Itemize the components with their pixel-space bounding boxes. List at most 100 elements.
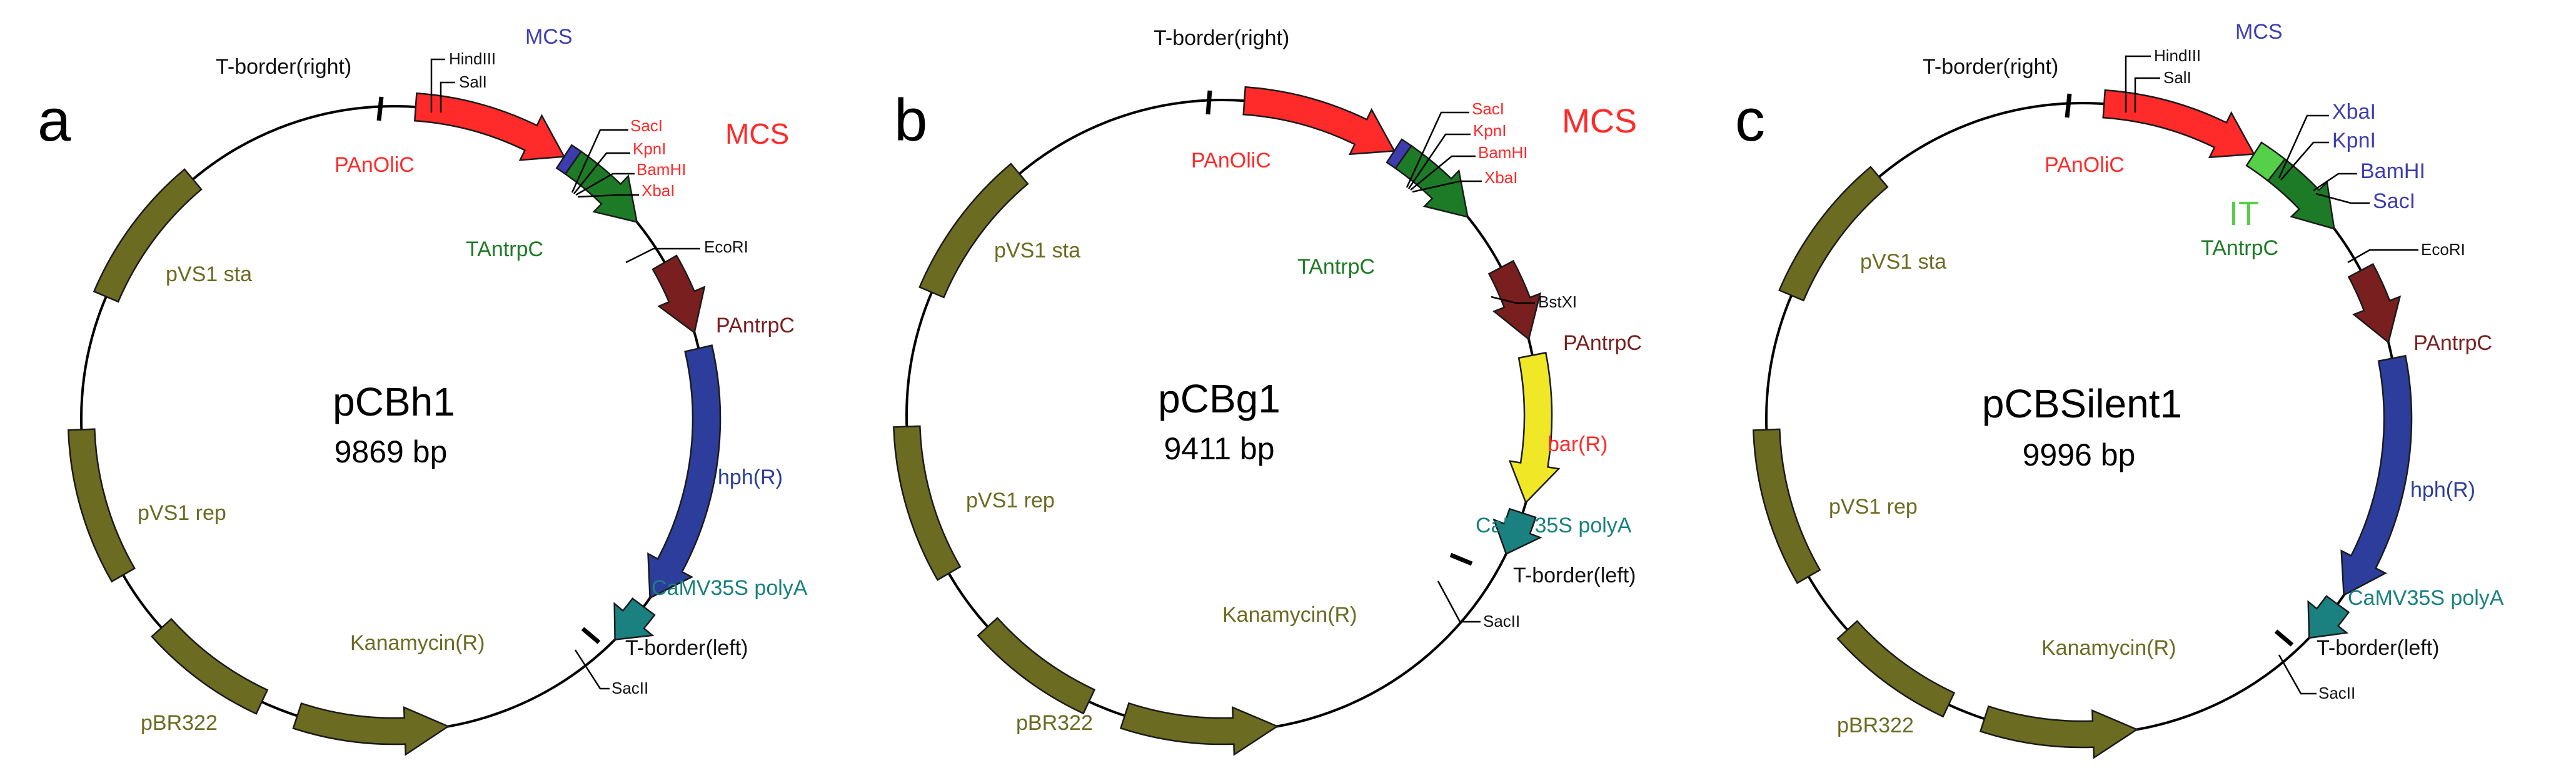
feature-arcs-b xyxy=(893,86,1561,756)
sacii-leader-c xyxy=(2278,654,2317,695)
pbr322-label-a: pBR322 xyxy=(141,711,218,735)
sacii-leader-b xyxy=(1437,581,1481,623)
sacii-label-b: SacII xyxy=(1483,612,1520,631)
plasmid-size-a: 9869 bp xyxy=(335,434,448,469)
panolic-label-c: PAnOliC xyxy=(2045,153,2125,177)
kanamycin-label-c: Kanamycin(R) xyxy=(2041,636,2176,660)
pbr322-label-b: pBR322 xyxy=(1016,711,1093,735)
xbai-leader-b xyxy=(1412,180,1482,193)
t-border-right-label-b: T-border(right) xyxy=(1154,26,1289,50)
bstxi-label-b: BstXI xyxy=(1538,292,1577,311)
pantrpc-label-c: PAntrpC xyxy=(2413,331,2492,355)
pvs1-sta-segment-b xyxy=(918,162,1029,299)
sali-label-c: SalI xyxy=(2163,68,2191,87)
pantrpc-arrow xyxy=(2347,262,2402,344)
bamhi-leader-c xyxy=(2313,172,2357,192)
hindiii-leader-a xyxy=(430,58,445,112)
bamhi-label-a: BamHI xyxy=(636,160,686,179)
kpni-label-c: KpnI xyxy=(2332,129,2376,152)
feature-arcs-a xyxy=(68,92,722,756)
t-border-right-tick-a xyxy=(376,96,384,121)
panolic-arrow xyxy=(413,92,566,161)
marker-label-c: hph(R) xyxy=(2410,478,2475,502)
pantrpc-arrow xyxy=(1487,259,1542,341)
ecori-leader-a xyxy=(625,247,700,264)
polya-arrow xyxy=(1492,507,1542,556)
saci-leader-a xyxy=(571,129,628,193)
pvs1-rep-label-c: pVS1 rep xyxy=(1829,495,1918,519)
xbai-leader-a xyxy=(577,194,639,198)
polya-label-c: CaMV35S polyA xyxy=(2348,586,2504,610)
hindiii-label-a: HindIII xyxy=(449,49,496,68)
t-border-right-label-a: T-border(right) xyxy=(216,55,351,79)
pvs1-sta-segment-c xyxy=(1778,166,1889,302)
marker-label-b: bar(R) xyxy=(1547,432,1607,456)
t-border-left-tick-a xyxy=(581,627,601,644)
sali-leader-c xyxy=(2134,77,2160,112)
panel-letter-b: b xyxy=(894,87,927,154)
xbai-leader-c xyxy=(2278,114,2329,179)
pvs1-sta-segment-a xyxy=(93,168,203,303)
saci-label-b: SacI xyxy=(1472,99,1504,118)
t-border-left-tick-b xyxy=(1449,552,1473,566)
saci-label-a: SacI xyxy=(630,116,663,135)
sacii-label-a: SacII xyxy=(611,679,648,697)
saci-leader-c xyxy=(2315,192,2370,204)
bstxi-leader-b xyxy=(1491,296,1535,304)
bamhi-leader-a xyxy=(575,172,635,196)
pantrpc-arrow xyxy=(652,254,706,334)
plasmid-name-b: pCBg1 xyxy=(1158,376,1280,421)
kanamycin-arrow-a xyxy=(292,702,450,756)
panel-a: a T-border(right) MCS HindIII SalI MCS S… xyxy=(38,25,808,756)
pbr322-segment-a xyxy=(151,617,269,715)
t-border-left-label-a: T-border(left) xyxy=(625,636,748,660)
plasmid-name-c: pCBSilent1 xyxy=(1982,381,2182,426)
sacii-leader-a xyxy=(574,649,610,690)
pvs1-sta-label-c: pVS1 sta xyxy=(1860,250,1946,274)
plasmid-size-b: 9411 bp xyxy=(1164,431,1274,466)
mcs-big-label-b: MCS xyxy=(1562,102,1637,140)
panel-b: b T-border(right) MCS SacI KpnI BamHI Xb… xyxy=(893,26,1642,756)
mcs-top-label-a: MCS xyxy=(525,25,573,49)
pvs1-sta-label-b: pVS1 sta xyxy=(994,239,1080,262)
t-border-left-label-c: T-border(left) xyxy=(2317,636,2440,660)
t-border-right-tick-b xyxy=(1205,90,1212,115)
bar-arrow xyxy=(1508,351,1561,504)
polya-arrow xyxy=(613,597,656,641)
bamhi-label-c: BamHI xyxy=(2360,159,2425,183)
hph-arrow xyxy=(2340,354,2413,597)
panel-letter-c: c xyxy=(1735,87,1765,154)
kanamycin-arrow-c xyxy=(1979,705,2139,759)
kanamycin-label-b: Kanamycin(R) xyxy=(1222,603,1357,627)
saci-leader-b xyxy=(1406,111,1469,188)
panolic-label-a: PAnOliC xyxy=(335,153,415,177)
panolic-arrow xyxy=(2102,89,2256,159)
pvs1-rep-segment-c xyxy=(1753,428,1821,584)
pantrpc-label-b: PAntrpC xyxy=(1563,331,1642,355)
pvs1-rep-segment-b xyxy=(893,425,962,581)
polya-label-a: CaMV35S polyA xyxy=(652,576,808,600)
panel-c: c T-border(right) MCS HindIII SalI XbaI … xyxy=(1735,20,2504,759)
hindiii-label-c: HindIII xyxy=(2154,46,2201,65)
feature-arcs-c xyxy=(1753,89,2413,759)
tantrpc-label-b: TAntrpC xyxy=(1297,255,1375,279)
pbr322-segment-b xyxy=(977,617,1096,715)
kpni-label-b: KpnI xyxy=(1473,121,1507,140)
xbai-label-b: XbaI xyxy=(1484,168,1518,187)
tantrpc-label-a: TAntrpC xyxy=(466,237,543,261)
plasmid-name-a: pCBh1 xyxy=(333,379,455,424)
mcs-top-label-c: MCS xyxy=(2235,20,2283,44)
pantrpc-label-a: PAntrpC xyxy=(716,314,795,337)
pvs1-rep-segment-a xyxy=(68,428,136,583)
kpni-leader-c xyxy=(2280,141,2329,181)
pvs1-rep-label-b: pVS1 rep xyxy=(966,489,1055,512)
ecori-leader-c xyxy=(2347,249,2418,264)
sali-label-a: SalI xyxy=(459,72,487,91)
saci-label-c: SacI xyxy=(2373,189,2415,213)
t-border-right-label-c: T-border(right) xyxy=(1923,55,2058,79)
kanamycin-label-a: Kanamycin(R) xyxy=(350,631,485,655)
panolic-arrow xyxy=(1242,86,1396,156)
sacii-label-c: SacII xyxy=(2318,684,2355,702)
sali-leader-a xyxy=(440,81,455,112)
mcs-big-label-a: MCS xyxy=(725,117,789,150)
